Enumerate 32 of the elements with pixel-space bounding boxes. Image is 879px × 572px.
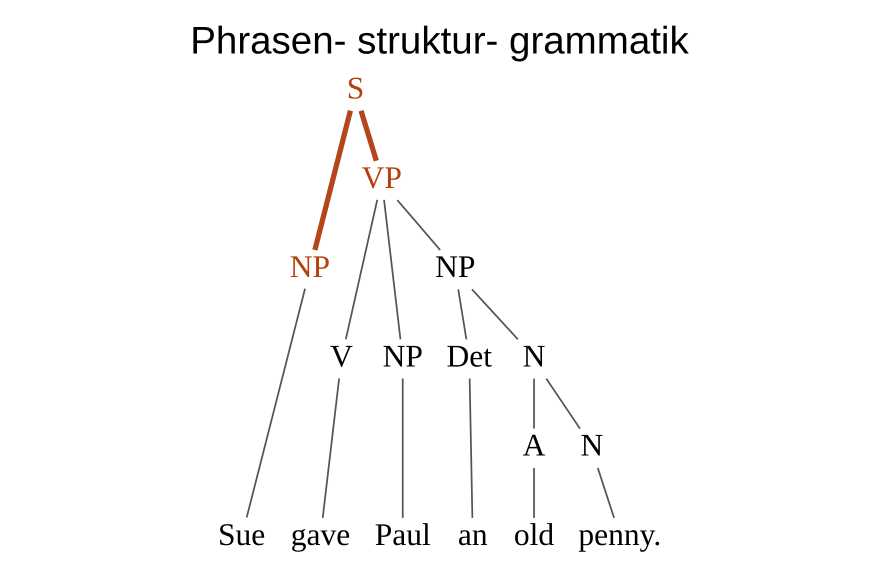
node-text: penny. (578, 516, 662, 552)
connector (471, 288, 519, 340)
connector (402, 378, 404, 518)
connector (322, 378, 340, 518)
connector (344, 200, 378, 340)
node-text: N (522, 338, 546, 374)
node-text: V (330, 338, 353, 374)
connector (533, 378, 535, 429)
connector (396, 199, 441, 251)
connector (358, 110, 379, 162)
node-text: Det (446, 338, 492, 374)
node-text: S (346, 70, 364, 106)
connector (457, 289, 468, 340)
connector (246, 288, 306, 518)
diagram-title: Phrasen- struktur- grammatik (190, 19, 689, 62)
connector (468, 378, 474, 518)
connector (312, 110, 353, 251)
node-text: N (580, 428, 604, 463)
node-text: VP (362, 160, 402, 195)
node-text: Sue (218, 516, 266, 552)
node-text: NP (435, 249, 476, 284)
node-text: old (514, 516, 554, 552)
node-text: gave (290, 516, 350, 552)
connector (596, 468, 615, 518)
node-text: Paul (374, 516, 431, 552)
node-text: an (458, 516, 488, 552)
node-text: NP (382, 338, 423, 374)
connector (533, 468, 535, 518)
connector (383, 200, 402, 340)
node-text: NP (290, 249, 330, 284)
connector (546, 378, 581, 430)
node-text: A (522, 428, 546, 463)
